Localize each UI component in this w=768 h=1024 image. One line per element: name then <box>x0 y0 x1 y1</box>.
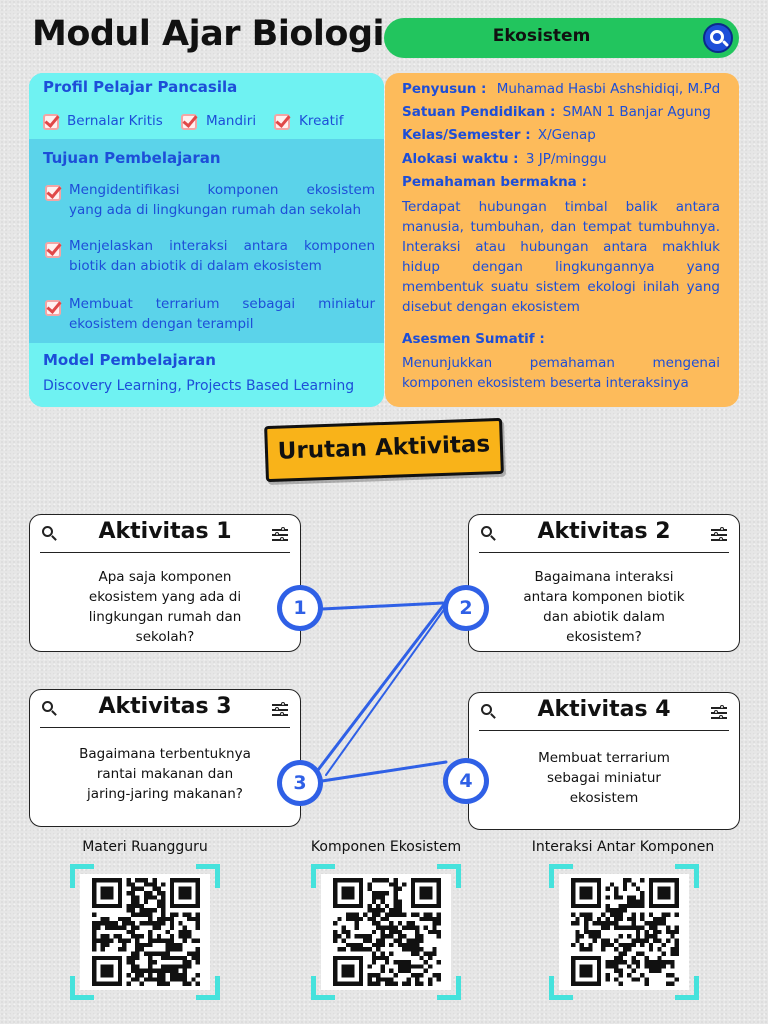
qr-code-icon <box>333 878 441 986</box>
activity-card-header: Aktivitas 1 <box>40 515 290 553</box>
penyusun-row: Penyusun : Muhamad Hasbi Ashshidiqi, M.P… <box>402 81 721 97</box>
filter-icon <box>711 527 727 541</box>
topic-search-bar[interactable]: Ekosistem <box>384 18 739 58</box>
checkbox-icon <box>43 114 59 130</box>
search-icon <box>481 704 497 720</box>
connector-3-2 <box>316 600 448 772</box>
profil-item: Kreatif <box>299 113 344 129</box>
checkbox-icon <box>45 300 61 316</box>
activity-card-1[interactable]: Aktivitas 1 Apa saja komponen ekosistem … <box>29 514 301 652</box>
search-icon <box>481 526 497 542</box>
checkbox-icon <box>181 114 197 130</box>
search-icon[interactable] <box>703 23 733 53</box>
search-icon <box>42 701 58 717</box>
tujuan-title: Tujuan Pembelajaran <box>43 149 221 167</box>
qr-code-icon <box>571 878 679 986</box>
activity-number-badge-1: 1 <box>277 585 323 631</box>
activity-question: Bagaimana terbentuknya rantai makanan da… <box>79 746 251 802</box>
qr-label-2: Komponen Ekosistem <box>310 839 462 855</box>
satuan-row: Satuan Pendidikan : SMAN 1 Banjar Agung <box>402 104 711 120</box>
module-info-panel: Penyusun : Muhamad Hasbi Ashshidiqi, M.P… <box>385 73 739 407</box>
alokasi-row: Alokasi waktu : 3 JP/minggu <box>402 151 607 167</box>
activity-question: Bagaimana interaksi antara komponen biot… <box>523 569 685 645</box>
profil-item: Bernalar Kritis <box>67 113 163 129</box>
qr-code-3[interactable] <box>549 864 699 1000</box>
model-title: Model Pembelajaran <box>43 351 216 369</box>
qr-code-1[interactable] <box>70 864 220 1000</box>
activity-title: Aktivitas 3 <box>98 694 232 719</box>
activity-card-4[interactable]: Aktivitas 4 Membuat terrarium sebagai mi… <box>468 692 740 830</box>
model-text: Discovery Learning, Projects Based Learn… <box>43 378 355 394</box>
connector-1-2 <box>320 601 445 611</box>
learning-profile-panel: Profil Pelajar Pancasila Bernalar Kritis… <box>29 73 384 407</box>
activity-title: Aktivitas 2 <box>537 519 671 544</box>
asesmen-label: Asesmen Sumatif : <box>402 331 545 347</box>
goal-item: Membuat terrarium sebagai miniatur ekosi… <box>69 296 375 332</box>
filter-icon <box>711 705 727 719</box>
filter-icon <box>272 702 288 716</box>
qr-code-icon <box>92 878 200 986</box>
search-icon <box>42 526 58 542</box>
profil-section: Profil Pelajar Pancasila Bernalar Kritis… <box>29 73 384 139</box>
checkbox-icon <box>45 242 61 258</box>
activity-question: Membuat terrarium sebagai miniatur ekosi… <box>538 750 670 806</box>
activity-card-2[interactable]: Aktivitas 2 Bagaimana interaksi antara k… <box>468 514 740 652</box>
profil-item: Mandiri <box>206 113 257 129</box>
model-section: Model Pembelajaran Discovery Learning, P… <box>29 343 384 407</box>
activity-title: Aktivitas 1 <box>98 519 232 544</box>
topic-label: Ekosistem <box>492 26 591 46</box>
qr-label-3: Interaksi Antar Komponen <box>531 839 715 855</box>
connector-3-2-shadow <box>325 603 449 776</box>
goal-item: Mengidentifikasi komponen ekosistem yang… <box>69 182 375 218</box>
goal-item: Menjelaskan interaksi antara komponen bi… <box>69 238 375 274</box>
activity-question: Apa saja komponen ekosistem yang ada di … <box>88 569 242 645</box>
activity-number-badge-3: 3 <box>277 760 323 806</box>
activity-number-badge-2: 2 <box>443 585 489 631</box>
kelas-row: Kelas/Semester : X/Genap <box>402 127 596 143</box>
profil-title: Profil Pelajar Pancasila <box>43 78 238 96</box>
activity-card-3[interactable]: Aktivitas 3 Bagaimana terbentuknya ranta… <box>29 689 301 827</box>
activity-card-header: Aktivitas 2 <box>479 515 729 553</box>
filter-icon <box>272 527 288 541</box>
activity-card-header: Aktivitas 4 <box>479 693 729 731</box>
qr-label-1: Materi Ruangguru <box>82 839 208 855</box>
connector-3-4 <box>320 760 448 783</box>
activity-card-header: Aktivitas 3 <box>40 690 290 728</box>
asesmen-text: Menunjukkan pemahaman mengenai komponen … <box>402 355 720 391</box>
pemahaman-text: Terdapat hubungan timbal balik antara ma… <box>402 199 720 315</box>
qr-code-2[interactable] <box>311 864 461 1000</box>
checkbox-icon <box>45 185 61 201</box>
checkbox-icon <box>274 114 290 130</box>
activity-number-badge-4: 4 <box>443 758 489 804</box>
pemahaman-label: Pemahaman bermakna : <box>402 174 587 190</box>
tujuan-section: Tujuan Pembelajaran Mengidentifikasi kom… <box>29 139 384 343</box>
activity-title: Aktivitas 4 <box>537 697 671 722</box>
page-title: Modul Ajar Biologi <box>32 14 385 54</box>
